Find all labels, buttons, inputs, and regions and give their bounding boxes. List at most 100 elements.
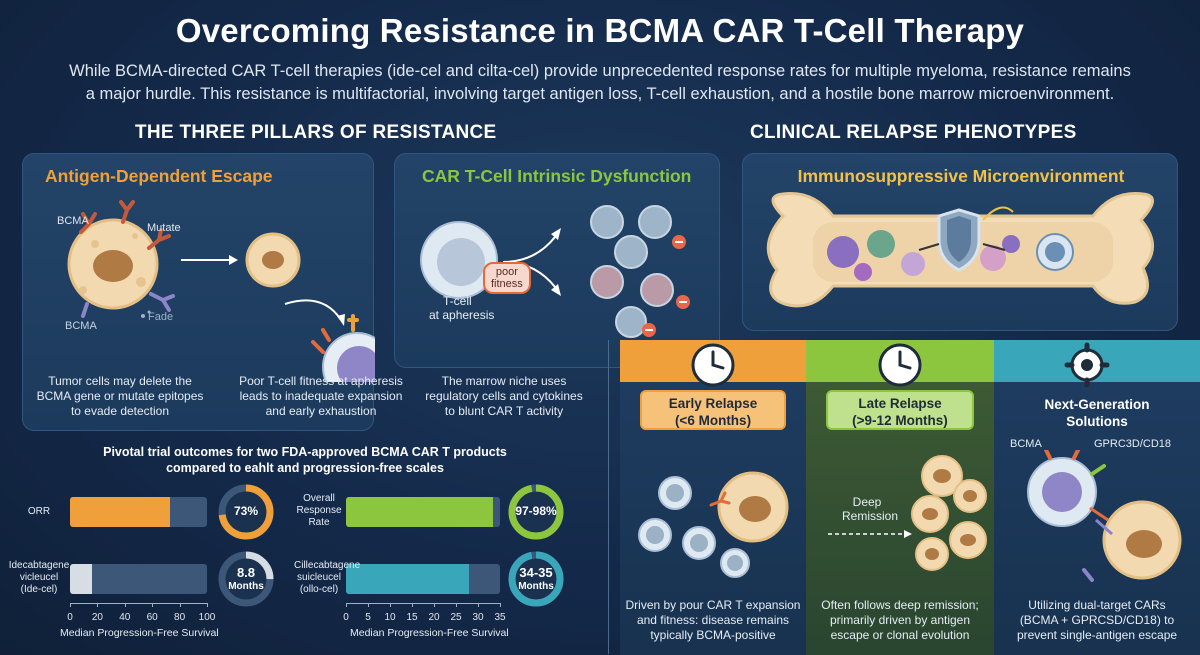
x-axis-line [70,603,207,604]
x-tick-mark [500,603,501,607]
category-label-line: Cillecabtagene [294,559,361,571]
intrinsic-dysfunction-illustration [420,205,690,338]
shield-icon [937,208,981,272]
pillars-heading: THE THREE PILLARS OF RESISTANCE [135,122,497,143]
antigen-escape-title: Antigen-Dependent Escape [45,166,273,186]
next-gen-caption: Utilizing dual-target CARs (BCMA + GPRCS… [994,598,1200,643]
late-relapse-header: Late Relapse (>9-12 Months) [826,390,974,430]
intrinsic-dysfunction-panel: CAR T-Cell Intrinsic Dysfunction poor fi… [394,153,720,368]
divider [608,340,609,654]
deep-remission-label: Deep Remission [842,495,899,523]
category-label-line: suicleucel [297,571,341,583]
x-tick-label: 20 [91,612,103,623]
donut-value-number: 34-35 [519,565,553,580]
poor-fitness-badge: poor fitness [483,262,531,294]
donut-value-unit: Months [228,581,264,592]
bcma-label: BCMA [1010,438,1042,450]
x-tick-label: 5 [365,612,371,623]
donut-value: 97-98% [515,504,557,518]
x-tick-mark [97,603,99,607]
donut-arc [218,551,274,607]
caption-line: Poor T-cell fitness at apheresis [239,374,403,388]
poor-label: poor [495,266,518,278]
tumor-cell-icon [67,218,159,310]
x-tick-mark [207,603,208,607]
dual-target-car-illustration [1027,450,1182,582]
caption-line: (BCMA + GPRCSD/CD18) to [1019,613,1175,627]
x-tick-label: 80 [174,612,186,623]
x-tick-label: 0 [343,612,349,623]
late-relapse-title: Late Relapse [858,396,942,411]
caption-line: to blunt CAR T activity [444,404,564,418]
clock-icon [691,343,735,387]
donut-gauge [508,551,564,607]
donut-arc [218,484,274,540]
gear-icon [1064,342,1110,388]
microenvironment-title: Immunosuppressive Microenvironment [797,166,1125,186]
caption-line: regulatory cells and cytokines [425,389,583,403]
car-t-cell-icon [322,332,375,382]
car-t-cell-icon [1027,457,1097,527]
page-subtitle: While BCMA-directed CAR T-cell therapies… [60,60,1140,106]
bcma-label-top: BCMA [57,215,89,227]
x-tick-mark [368,603,369,607]
immune-cell-icon [827,230,1074,281]
x-axis-line [346,603,500,604]
next-gen-subtitle: Solutions [1066,414,1128,429]
apheresis-label: at apheresis [429,308,495,322]
early-relapse-header: Early Relapse (<6 Months) [640,390,786,430]
bar [346,564,470,594]
donut-track [508,484,564,540]
caption-line: leads to inadequate expansion [239,389,403,403]
donut-value-unit: Months [518,581,554,592]
caption-line: Tumor cells may delete the [48,374,192,388]
x-tick-label: 10 [384,612,396,623]
x-tick-mark [70,603,71,607]
bar-track [70,564,207,594]
antigen-escape-panel: Antigen-Dependent Escape [22,153,375,431]
x-tick-label: 100 [198,612,216,623]
t-cell-icon [420,221,498,299]
x-tick-mark [124,603,126,607]
fitness-label: fitness [491,278,523,290]
tumor-cell-icon [1102,500,1182,580]
bar [70,564,92,594]
next-gen-header: Next-Generation Solutions [994,396,1200,430]
tcell-label: T-cell [443,294,472,308]
caption-line: primarily driven by antigen [829,613,971,627]
donut-arc [508,484,564,540]
caption-line: Utilizing dual-target CARs [1028,598,1166,612]
x-axis-label: Median Progression-Free Survival [350,627,509,639]
early-relapse-timing: (<6 Months) [674,413,752,428]
category-label-line: (ollo-cel) [299,583,339,595]
phenotypes-heading: CLINICAL RELAPSE PHENOTYPES [750,122,1077,143]
donut-track [218,484,274,540]
caption-line: BCMA gene or mutate epitopes [36,389,204,403]
x-tick-mark [179,603,181,607]
bar [70,497,170,527]
category-label-line: ORR [27,505,51,517]
intrinsic-dysfunction-title: CAR T-Cell Intrinsic Dysfunction [422,166,692,186]
caption-line: typically BCMA-positive [650,628,776,642]
bar-track [346,564,500,594]
bone-marrow-illustration [766,191,1154,308]
tumor-cell-icon [911,455,987,571]
category-label-line: vicleucel [19,571,59,583]
subtitle-line-1: While BCMA-directed CAR T-cell therapies… [69,62,1131,80]
caption-line: to evade detection [70,404,170,418]
category-label-line: Overall [303,492,335,504]
microenvironment-panel: Immunosuppressive Microenvironment [742,153,1178,331]
clock-icon [878,343,922,387]
x-tick-mark [152,603,154,607]
remission-label: Remission [842,509,899,523]
intrinsic-dysfunction-caption: Poor T-cell fitness at apheresis leads t… [226,374,416,419]
early-relapse-title: Early Relapse [668,396,758,411]
caption-line: Driven by pour CAR T expansion [625,598,801,612]
bcma-receptor-icon [79,200,171,250]
x-tick-mark [412,603,413,607]
x-tick-mark [434,603,435,607]
early-relapse-caption: Driven by pour CAR T expansion and fitne… [620,598,806,643]
donut-gauge [508,484,564,540]
